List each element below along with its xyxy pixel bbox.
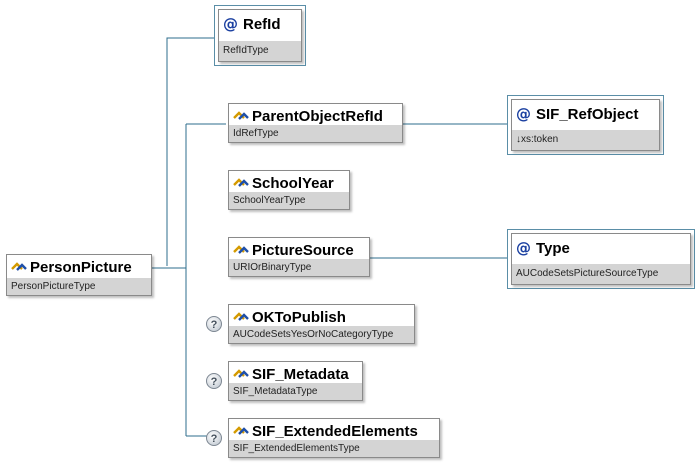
parentobjectrefid-name: ParentObjectRefId [252,107,383,125]
at-icon: @ [516,238,531,257]
sif-refobject-attribute-group: @ SIF_RefObject ↓xs:token [507,95,664,155]
oktopublish-name: OKToPublish [252,308,346,326]
sif-extendedelements-name: SIF_ExtendedElements [252,422,418,440]
sif-refobject-node[interactable]: @ SIF_RefObject ↓xs:token [511,99,660,151]
type-attribute-group: @ Type AUCodeSetsPictureSourceType [507,229,695,289]
root-to-refid-line [166,37,214,266]
element-icon [233,178,249,187]
optional-question-icon: ? [206,316,222,332]
sif-extendedelements-type: SIF_ExtendedElementsType [229,440,439,457]
element-icon [233,245,249,254]
element-icon [11,262,27,271]
element-icon [233,111,249,120]
sif-metadata-name: SIF_Metadata [252,365,349,383]
picturesource-node[interactable]: PictureSource URIOrBinaryType [228,237,370,277]
type-name: Type [536,239,570,257]
refid-node[interactable]: @ RefId RefIdType [218,9,302,62]
picturesource-type: URIOrBinaryType [229,259,369,276]
refid-attribute-group: @ RefId RefIdType [214,5,306,66]
optional-question-icon: ? [206,373,222,389]
element-icon [233,312,249,321]
oktopublish-type: AUCodeSetsYesOrNoCategoryType [229,326,414,343]
sif-refobject-type: ↓xs:token [512,130,659,150]
personpicture-type: PersonPictureType [7,278,151,295]
type-type: AUCodeSetsPictureSourceType [512,264,690,284]
type-node[interactable]: @ Type AUCodeSetsPictureSourceType [511,233,691,285]
schoolyear-type: SchoolYearType [229,192,349,209]
refid-type: RefIdType [219,41,301,61]
personpicture-node[interactable]: PersonPicture PersonPictureType [6,254,152,296]
parentobjectrefid-node[interactable]: ParentObjectRefId IdRefType [228,103,403,143]
schoolyear-name: SchoolYear [252,174,334,192]
schoolyear-node[interactable]: SchoolYear SchoolYearType [228,170,350,210]
element-icon [233,369,249,378]
picturesource-name: PictureSource [252,241,354,259]
at-icon: @ [516,104,531,123]
at-icon: @ [223,14,238,33]
parentobjectrefid-type: IdRefType [229,125,402,142]
sif-refobject-name: SIF_RefObject [536,105,639,123]
sif-metadata-node[interactable]: SIF_Metadata SIF_MetadataType [228,361,363,401]
sif-extendedelements-node[interactable]: SIF_ExtendedElements SIF_ExtendedElement… [228,418,440,458]
refid-name: RefId [243,15,281,33]
optional-question-icon: ? [206,430,222,446]
element-icon [233,426,249,435]
oktopublish-node[interactable]: OKToPublish AUCodeSetsYesOrNoCategoryTyp… [228,304,415,344]
personpicture-name: PersonPicture [30,258,132,276]
sif-metadata-type: SIF_MetadataType [229,383,362,400]
